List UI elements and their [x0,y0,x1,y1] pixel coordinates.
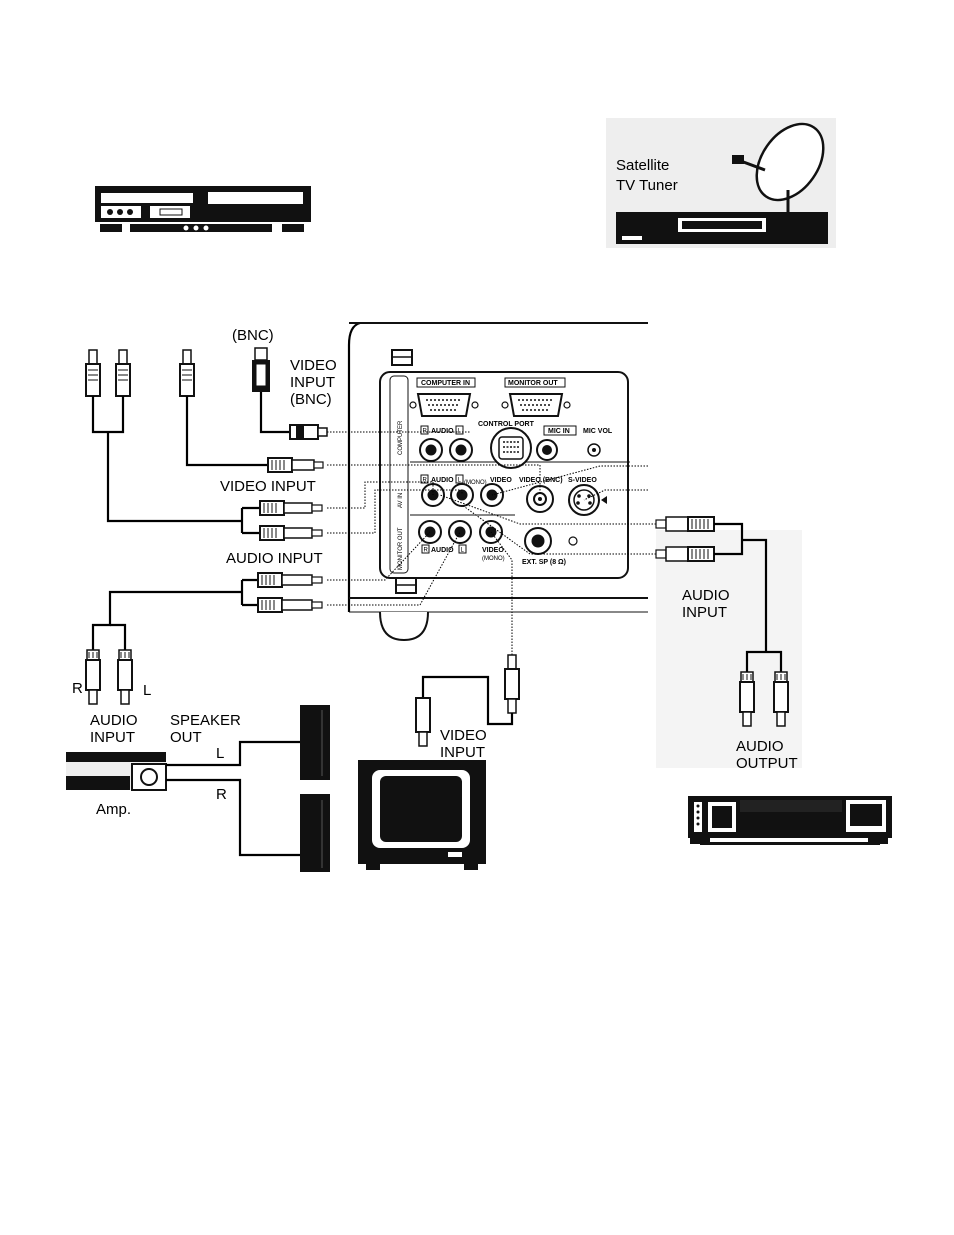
amp-label: Amp. [96,801,131,818]
svg-text:AUDIO: AUDIO [431,428,454,435]
tv-tuner-label: TV Tuner [616,177,678,194]
video-plug-monitor [415,654,520,747]
svg-text:VIDEO (BNC): VIDEO (BNC) [519,477,563,484]
rca-plug-pair-amp [85,649,133,705]
monitor-out-port: MONITOR OUT [501,377,571,417]
monitor-out-jacks: R AUDIO L VIDEO (MONO) [418,520,505,562]
amp-device [66,752,167,791]
control-port [490,427,532,469]
svg-text:VIDEO: VIDEO [490,477,512,484]
connection-leaders [327,431,656,658]
rca-plug-pair-output [739,671,789,727]
av-in-side-label: AV IN [398,493,404,508]
audio-player-device [688,796,892,845]
audio-input-right-line2: INPUT [682,604,727,621]
vcr-device [95,186,311,232]
video-bnc-port: VIDEO (BNC) [519,477,563,513]
plug-video-horizontal [267,457,324,473]
plug-pair-monitor-out [91,572,323,650]
svg-text:(MONO): (MONO) [464,480,487,486]
svg-text:AUDIO: AUDIO [431,477,454,484]
right-panel-backdrop [656,530,802,768]
svg-text:MIC IN: MIC IN [548,428,570,435]
svg-text:S-VIDEO: S-VIDEO [568,477,597,484]
computer-audio-jacks: R AUDIO L [419,425,473,462]
svg-text:MIC VOL: MIC VOL [583,428,613,435]
svg-text:R: R [423,429,428,435]
speaker-right [300,794,330,872]
audio-output-line2: OUTPUT [736,755,798,772]
audio-input-left-label: AUDIO INPUT [226,550,323,567]
audio-input-right-line1: AUDIO [682,587,730,604]
video-input-bnc-line2: INPUT [290,374,335,391]
speaker-r-label: R [216,786,227,803]
satellite-tuner-device: Satellite TV Tuner [606,118,836,248]
rca-plug-video-top-left [179,349,268,467]
mic-vol-knob: MIC VOL [583,428,613,457]
satellite-dish-icon [732,122,825,212]
svg-text:R: R [423,478,428,484]
svg-text:L: L [461,548,465,554]
audio-input-amp-line2: INPUT [90,729,135,746]
svg-text:L: L [458,478,462,484]
plug-r-label: R [72,680,83,697]
rca-plug-pair-top-left [85,349,242,523]
ext-speaker-port: EXT. SP (8 Ω) [522,527,578,566]
monitor-out-side-label: MONITOR OUT [398,527,404,570]
monitor-device [358,760,486,870]
svg-text:MONITOR OUT: MONITOR OUT [508,380,558,387]
video-input-bnc-line1: VIDEO [290,357,337,374]
satellite-label: Satellite [616,157,669,174]
bnc-plug: (BNC) [232,327,328,440]
svg-text:COMPUTER IN: COMPUTER IN [421,380,470,387]
plug-l-label: L [143,682,151,699]
speaker-left [300,705,330,780]
svg-text:(MONO): (MONO) [482,556,505,562]
mic-in-port: MIC IN [536,425,577,461]
control-port-label: CONTROL PORT [478,421,535,428]
bnc-partial-label: (BNC) [232,327,274,344]
computer-in-port: COMPUTER IN [409,377,479,417]
speaker-l-wire [166,740,300,767]
speaker-out-line1: SPEAKER [170,712,241,729]
svg-text:VIDEO: VIDEO [482,547,504,554]
speaker-out-line2: OUT [170,729,202,746]
video-input-monitor-line1: VIDEO [440,727,487,744]
speaker-r-wire [166,778,300,857]
svg-text:R: R [424,548,429,554]
plug-pair-av-in [240,500,323,541]
computer-side-label: COMPUTER [398,420,404,455]
video-input-monitor-line2: INPUT [440,744,485,761]
audio-input-amp-line1: AUDIO [90,712,138,729]
svg-text:EXT. SP (8 Ω): EXT. SP (8 Ω) [522,559,566,566]
plug-pair-right [655,516,783,672]
speaker-l-label: L [216,745,224,762]
audio-output-line1: AUDIO [736,738,784,755]
video-input-bnc-line3: (BNC) [290,391,332,408]
video-input-left-label: VIDEO INPUT [220,478,316,495]
svg-text:AUDIO: AUDIO [431,547,454,554]
